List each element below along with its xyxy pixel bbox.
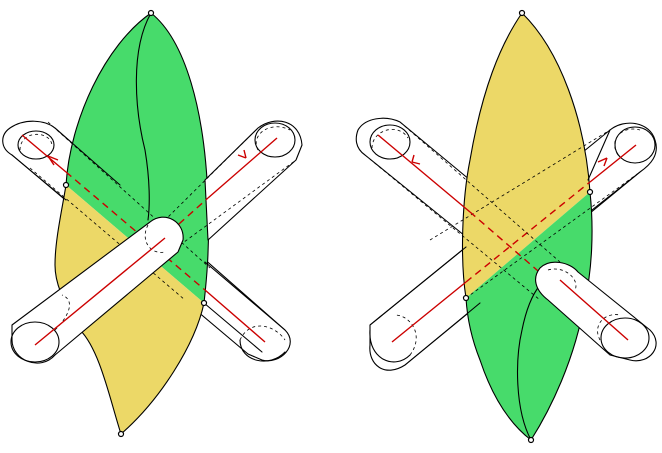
left-front-tube-end-upper-hidden bbox=[255, 126, 291, 151]
right-descending-axis-arrow bbox=[411, 154, 421, 165]
left-front-axis-arrow bbox=[237, 149, 247, 159]
right-descending-axis-visible-upper bbox=[377, 134, 471, 213]
left-back-tube-side-2 bbox=[54, 127, 121, 186]
left-front-tube-end-upper bbox=[254, 122, 296, 158]
right-descending-tube-end-upper-hidden bbox=[371, 129, 409, 149]
left-front-tube-end-lower bbox=[10, 321, 60, 363]
right-surface-green bbox=[466, 192, 593, 440]
right-ascending-tube-end-upper bbox=[614, 126, 656, 164]
right-panel bbox=[355, 9, 657, 444]
left-front-axis-visible-lower bbox=[34, 237, 166, 346]
right-descending-tube-end-upper-hidden bbox=[547, 268, 577, 291]
right-ascending-tube-hidden-1 bbox=[429, 129, 611, 241]
left-back-tube-side-3 bbox=[203, 302, 263, 353]
right-ascending-tube-side-4 bbox=[591, 171, 641, 211]
right-surface-seam bbox=[517, 284, 541, 441]
left-surface-left-edge bbox=[54, 12, 152, 435]
left-vertex-bottom bbox=[117, 430, 125, 438]
left-front-tube-hidden-1 bbox=[159, 127, 259, 226]
left-vertex-left bbox=[62, 181, 70, 189]
right-surface-left-edge bbox=[461, 12, 532, 441]
left-back-axis-arrow bbox=[47, 155, 59, 166]
left-front-tube bbox=[10, 216, 184, 364]
left-back-axis-visible-upper bbox=[21, 134, 67, 173]
right-surface bbox=[461, 12, 593, 441]
right-surface-right-edge bbox=[521, 12, 593, 441]
left-back-tube-hidden-upper bbox=[47, 121, 211, 269]
right-ascending-axis-arrow bbox=[597, 157, 608, 167]
left-front-axis-hidden bbox=[169, 197, 209, 233]
right-descending-tube-upper-body bbox=[355, 117, 471, 241]
right-ascending-axis-visible-upper bbox=[589, 144, 637, 183]
right-descending-tube-upper bbox=[355, 117, 471, 241]
right-ascending-tube-end-lower-hidden bbox=[394, 314, 417, 356]
right-vertex-right bbox=[586, 188, 594, 196]
left-front-tube-upper bbox=[159, 120, 303, 246]
left-back-axis-visible-lower bbox=[204, 289, 266, 343]
left-surface bbox=[54, 12, 210, 435]
right-ascending-tube-side-2 bbox=[404, 302, 481, 366]
right-descending-tube-front bbox=[535, 261, 657, 362]
left-surface-yellow bbox=[55, 185, 204, 434]
left-back-tube-end-upper-hidden bbox=[19, 133, 53, 151]
right-descending-tube-end-lower-hidden bbox=[597, 314, 621, 341]
right-vertex-left bbox=[462, 294, 470, 302]
right-descending-tube-end-lower bbox=[600, 317, 650, 359]
left-front-tube-end-upper-hidden bbox=[144, 224, 166, 253]
left-front-tube-upper-body bbox=[204, 120, 303, 241]
left-back-tube-end-lower-hidden bbox=[239, 325, 286, 341]
right-descending-tube-hidden-2 bbox=[364, 154, 541, 301]
right-ascending-tube-side-1 bbox=[369, 246, 467, 326]
left-back-tube-hidden-lower bbox=[29, 167, 186, 301]
right-descending-tube-end-upper bbox=[369, 124, 411, 160]
left-back-axis-hidden bbox=[65, 171, 206, 291]
left-back-tube-side-1 bbox=[11, 154, 67, 201]
left-back-tube-end-lower bbox=[239, 339, 286, 362]
left-vertex-right bbox=[200, 299, 208, 307]
right-vertex-bottom bbox=[527, 436, 535, 444]
left-front-axis-visible-upper bbox=[207, 137, 278, 199]
right-descending-axis-visible-lower bbox=[559, 279, 629, 341]
left-back-tube-end-upper bbox=[17, 130, 55, 160]
left-vertex-top bbox=[147, 9, 155, 17]
left-front-tube-body bbox=[11, 216, 184, 364]
right-ascending-axis-visible-lower bbox=[391, 281, 467, 343]
right-ascending-axis-hidden bbox=[465, 181, 591, 283]
right-vertex-top bbox=[518, 9, 526, 17]
left-surface-seam bbox=[135, 12, 152, 221]
left-back-tube-side-4 bbox=[204, 261, 286, 331]
right-surface-yellow bbox=[462, 13, 590, 298]
right-ascending-tube-end-lower bbox=[369, 329, 411, 363]
left-front-tube-end-lower-hidden bbox=[54, 294, 70, 331]
left-surface-right-edge bbox=[120, 12, 210, 435]
left-panel bbox=[2, 9, 303, 438]
right-ascending-tube-side-3 bbox=[587, 129, 611, 181]
